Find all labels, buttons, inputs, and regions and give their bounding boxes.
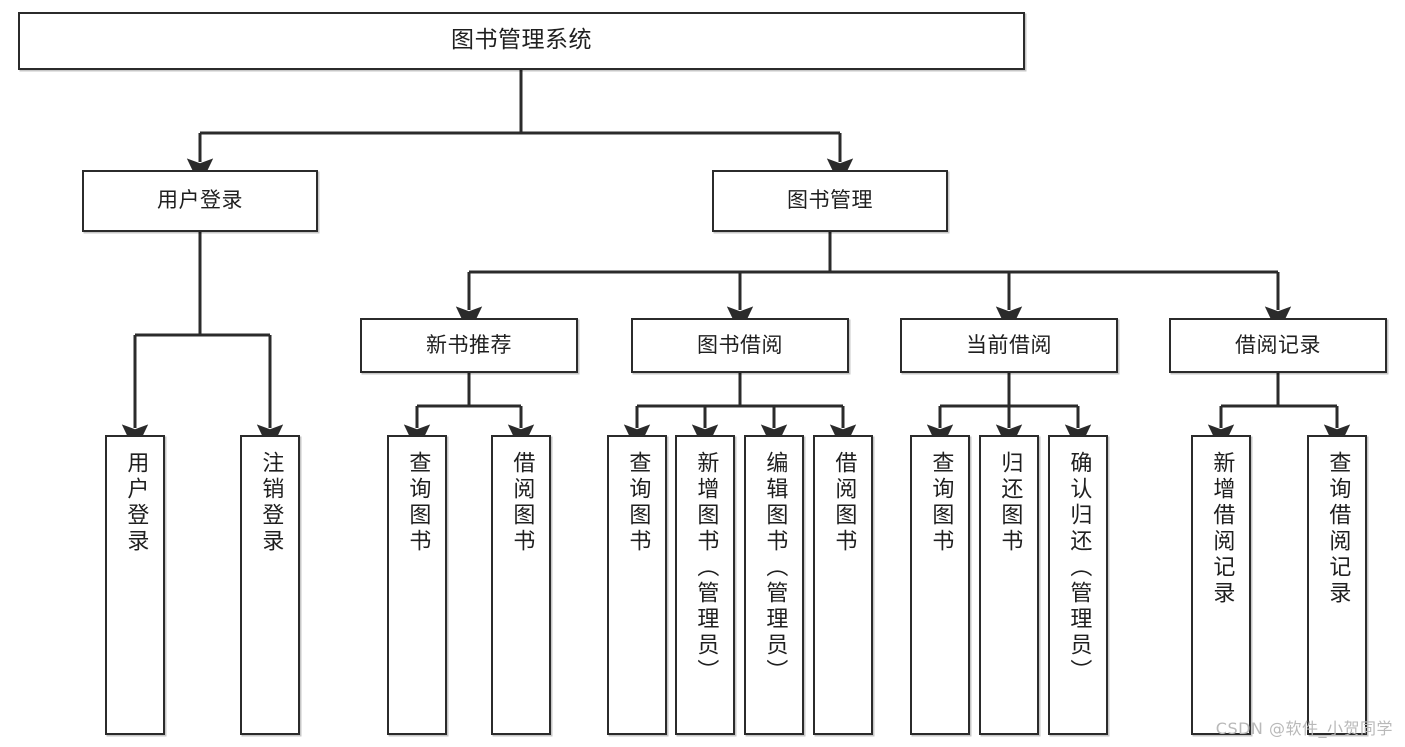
node-label: 新书推荐: [426, 332, 512, 357]
node-label: 借阅图书: [831, 451, 857, 555]
node-label: 查询图书: [405, 451, 431, 555]
node-label: 图书管理: [787, 188, 873, 213]
leaf-user-login[interactable]: 用户登录: [105, 435, 165, 735]
node-label: 编辑图书（管理员）: [762, 451, 788, 685]
leaf-current-return-book[interactable]: 归还图书: [979, 435, 1039, 735]
node-label: 用户登录: [157, 188, 243, 213]
leaf-user-logout[interactable]: 注销登录: [240, 435, 300, 735]
node-label: 新增借阅记录: [1209, 451, 1235, 607]
node-label: 查询图书: [928, 451, 954, 555]
node-label: 图书借阅: [697, 332, 783, 357]
node-root-system[interactable]: 图书管理系统: [18, 12, 1025, 70]
node-user-login[interactable]: 用户登录: [82, 170, 318, 232]
node-new-book-recommend[interactable]: 新书推荐: [360, 318, 578, 373]
leaf-newbook-query-book[interactable]: 查询图书: [387, 435, 447, 735]
node-label: 注销登录: [258, 451, 284, 555]
node-book-management[interactable]: 图书管理: [712, 170, 948, 232]
node-label: 图书管理系统: [451, 27, 592, 54]
leaf-borrow-add-book-admin[interactable]: 新增图书（管理员）: [675, 435, 735, 735]
node-current-borrow[interactable]: 当前借阅: [900, 318, 1118, 373]
leaf-borrow-edit-book-admin[interactable]: 编辑图书（管理员）: [744, 435, 804, 735]
node-label: 查询借阅记录: [1325, 451, 1351, 607]
node-label: 借阅图书: [509, 451, 535, 555]
leaf-newbook-borrow-book[interactable]: 借阅图书: [491, 435, 551, 735]
node-label: 借阅记录: [1235, 332, 1321, 357]
node-label: 当前借阅: [966, 332, 1052, 357]
node-book-borrow[interactable]: 图书借阅: [631, 318, 849, 373]
node-label: 用户登录: [123, 451, 149, 555]
node-label: 新增图书（管理员）: [693, 451, 719, 685]
node-label: 归还图书: [997, 451, 1023, 555]
leaf-records-add-record[interactable]: 新增借阅记录: [1191, 435, 1251, 735]
leaf-current-confirm-return-admin[interactable]: 确认归还（管理员）: [1048, 435, 1108, 735]
leaf-current-query-book[interactable]: 查询图书: [910, 435, 970, 735]
node-label: 查询图书: [625, 451, 651, 555]
leaf-borrow-borrow-book[interactable]: 借阅图书: [813, 435, 873, 735]
node-label: 确认归还（管理员）: [1066, 451, 1092, 685]
node-borrow-records[interactable]: 借阅记录: [1169, 318, 1387, 373]
leaf-borrow-query-book[interactable]: 查询图书: [607, 435, 667, 735]
leaf-records-query-record[interactable]: 查询借阅记录: [1307, 435, 1367, 735]
